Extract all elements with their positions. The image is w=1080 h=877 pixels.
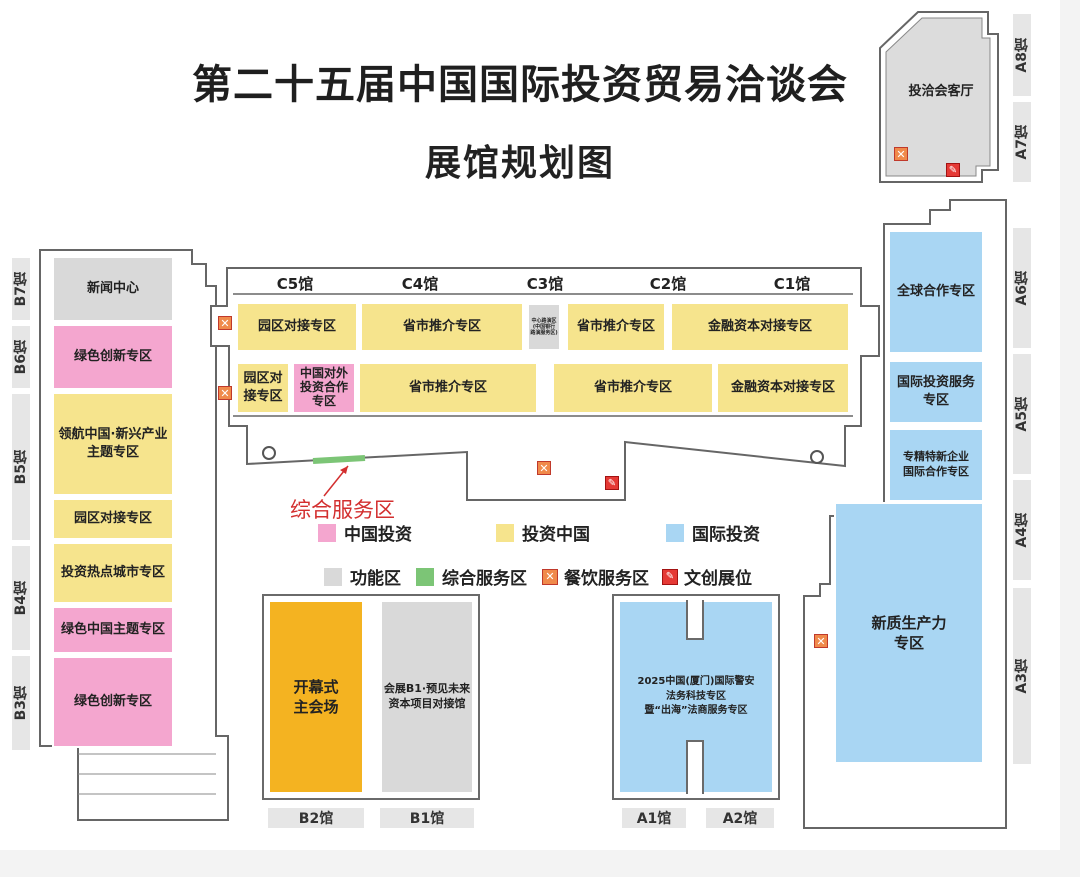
a1-corridor-bottom: [686, 740, 704, 794]
b1-capital-docking-hall[interactable]: 会展B1·预见未来 资本项目对接馆: [380, 600, 474, 794]
c-park-docking-zone-2[interactable]: 园区对 接专区: [236, 362, 290, 414]
legend-china-invest: 中国投资: [318, 520, 412, 545]
service-area-annotation: 综合服务区: [290, 498, 395, 522]
intl-investment-service-zone[interactable]: 国际投资服务 专区: [888, 360, 984, 424]
b-park-docking-zone[interactable]: 园区对接专区: [52, 498, 174, 540]
food-service-icon[interactable]: ✕: [894, 147, 908, 161]
hall-tag-b5: B5馆: [12, 394, 30, 540]
hall-tag-a8: A8馆: [1013, 14, 1031, 96]
green-innovation-zone-2[interactable]: 绿色创新专区: [52, 656, 174, 748]
hall-tag-b3: B3馆: [12, 656, 30, 750]
annotation-arrow: [323, 465, 349, 497]
legend-swatch: [666, 523, 684, 542]
cultural-booth-icon[interactable]: ✎: [946, 163, 960, 177]
legend-swatch: [318, 523, 336, 542]
hall-tag-a4: A4馆: [1013, 480, 1031, 580]
press-center[interactable]: 新闻中心: [52, 256, 174, 322]
center-roadshow-zone[interactable]: 中心路演区 (中国银行 路演服务区): [528, 304, 560, 350]
c-finance-capital-zone-1[interactable]: 金融资本对接专区: [670, 302, 850, 352]
new-quality-productivity-zone[interactable]: 新质生产力 专区: [834, 502, 984, 764]
food-service-icon[interactable]: ✕: [537, 461, 551, 475]
c-park-docking-zone-1[interactable]: 园区对接专区: [236, 302, 358, 352]
legend-service: 综合服务区: [416, 564, 527, 589]
page-subtitle: 展馆规划图: [424, 143, 615, 184]
floor-plan: 第二十五届中国国际投资贸易洽谈会 展馆规划图 投洽会客厅 ✕ ✎ A8馆 A7馆…: [0, 0, 1060, 850]
green-china-theme-zone[interactable]: 绿色中国主题专区: [52, 606, 174, 654]
hall-label-c5: C5馆: [276, 275, 314, 293]
c-province-promo-zone-4[interactable]: 省市推介专区: [552, 362, 714, 414]
food-service-icon[interactable]: ✕: [218, 316, 232, 330]
global-cooperation-zone[interactable]: 全球合作专区: [888, 230, 984, 354]
legend-swatch: [496, 523, 514, 542]
food-service-icon[interactable]: ✕: [218, 386, 232, 400]
hall-tag-a6: A6馆: [1013, 228, 1031, 348]
legend-culture: ✎文创展位: [662, 564, 752, 589]
hot-city-zone[interactable]: 投资热点城市专区: [52, 542, 174, 604]
hall-tag-b6: B6馆: [12, 326, 30, 388]
hall-label-c1: C1馆: [773, 275, 811, 293]
hall-tag-b1: B1馆: [380, 808, 474, 828]
a1-corridor-top: [686, 600, 704, 640]
legend-food: ✕餐饮服务区: [542, 564, 649, 589]
hall-tag-b4: B4馆: [12, 546, 30, 650]
food-service-icon[interactable]: ✕: [814, 634, 828, 648]
legend-intl-invest: 国际投资: [666, 520, 760, 545]
hall-tag-b7: B7馆: [12, 258, 30, 320]
green-innovation-zone-1[interactable]: 绿色创新专区: [52, 324, 174, 390]
china-outbound-investment-zone[interactable]: 中国对外 投资合作 专区: [292, 362, 356, 414]
opening-main-venue[interactable]: 开幕式 主会场: [268, 600, 364, 794]
c-province-promo-zone-2[interactable]: 省市推介专区: [566, 302, 666, 352]
hall-tag-a2: A2馆: [706, 808, 774, 828]
c-province-promo-zone-3[interactable]: 省市推介专区: [358, 362, 538, 414]
legend-swatch: [324, 567, 342, 586]
hall-tag-a1: A1馆: [622, 808, 686, 828]
c-finance-capital-zone-2[interactable]: 金融资本对接专区: [716, 362, 850, 414]
hall-label-c3: C3馆: [526, 275, 564, 293]
legend-function: 功能区: [324, 564, 401, 589]
food-service-icon: ✕: [542, 568, 558, 585]
cultural-booth-icon: ✎: [662, 568, 678, 585]
leading-china-zone[interactable]: 领航中国·新兴产业 主题专区: [52, 392, 174, 496]
escalator-icon: [262, 446, 276, 460]
legend-invest-china: 投资中国: [496, 520, 590, 545]
lounge-building-outline: [879, 11, 999, 183]
legend-swatch: [416, 567, 434, 586]
lounge-label: 投洽会客厅: [908, 84, 974, 99]
hall-tag-a7: A7馆: [1013, 102, 1031, 182]
hall-label-c2: C2馆: [649, 275, 687, 293]
c-province-promo-zone-1[interactable]: 省市推介专区: [360, 302, 524, 352]
cultural-booth-icon[interactable]: ✎: [605, 476, 619, 490]
hall-tag-a3: A3馆: [1013, 588, 1031, 764]
specialized-enterprise-zone[interactable]: 专精特新企业 国际合作专区: [888, 428, 984, 502]
page-title: 第二十五届中国国际投资贸易洽谈会: [192, 62, 848, 108]
hall-label-c4: C4馆: [401, 275, 439, 293]
escalator-icon: [810, 450, 824, 464]
hall-tag-b2: B2馆: [268, 808, 364, 828]
hall-tag-a5: A5馆: [1013, 354, 1031, 474]
